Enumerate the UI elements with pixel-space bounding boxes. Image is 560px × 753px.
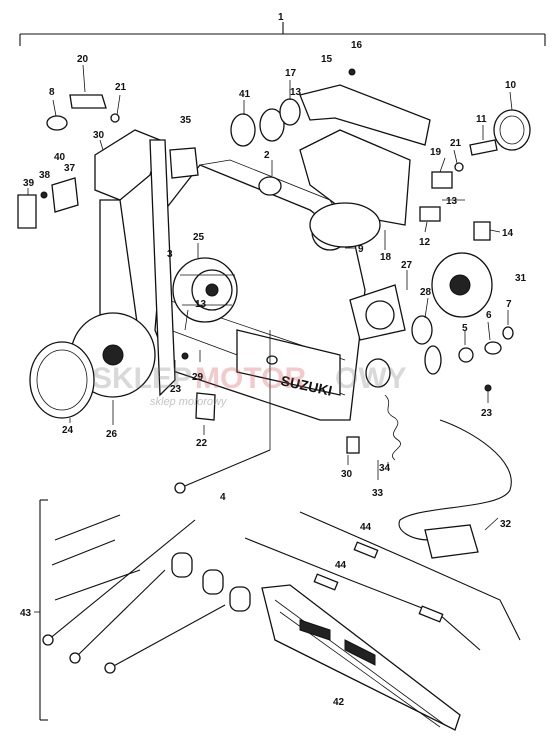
callout-22: 22 (196, 438, 208, 449)
callout-13c: 13 (290, 87, 302, 98)
handle-cover (29, 341, 95, 419)
callout-39: 39 (23, 178, 35, 189)
callout-5: 5 (462, 323, 468, 334)
leader-lines (27, 64, 513, 531)
callout-31: 31 (515, 273, 527, 284)
callout-26: 26 (106, 429, 118, 440)
screw (348, 68, 356, 76)
small-parts-top-left (17, 94, 120, 229)
callout-16: 16 (351, 40, 363, 51)
callout-40: 40 (54, 152, 66, 163)
side-cover-panel (261, 584, 461, 731)
callout-44b: 44 (335, 560, 347, 571)
callout-17: 17 (285, 68, 297, 79)
callout-27: 27 (401, 260, 413, 271)
callout-19: 19 (430, 147, 442, 158)
callout-13a: 13 (195, 299, 207, 310)
callout-21a: 21 (115, 82, 127, 93)
assembly-bracket (19, 22, 546, 46)
callout-2: 2 (264, 150, 270, 161)
callout-33: 33 (372, 488, 384, 499)
callout-20: 20 (77, 54, 89, 65)
spring (384, 394, 401, 461)
callout-1: 1 (278, 12, 284, 23)
washer-set (230, 98, 301, 196)
callout-43: 43 (20, 608, 32, 619)
watermark-part-1: SKLEP (92, 362, 192, 395)
callout-38: 38 (39, 170, 51, 181)
long-bolt (179, 449, 271, 489)
control-cable-group-bracket (34, 499, 48, 721)
watermark: SKLEP MOTOR OWY sklep motorowy (92, 362, 407, 408)
callout-30b: 30 (341, 469, 353, 480)
callout-44a: 44 (360, 522, 372, 533)
callout-37: 37 (64, 163, 76, 174)
watermark-subtitle: sklep motorowy (150, 396, 228, 408)
callout-11: 11 (476, 114, 487, 125)
remote-cables (244, 511, 521, 651)
callout-3: 3 (167, 249, 173, 260)
callout-42: 42 (333, 697, 345, 708)
cable-rods (42, 514, 226, 674)
harness-cable (398, 419, 512, 541)
callout-29: 29 (192, 372, 204, 383)
callout-21b: 21 (450, 138, 462, 149)
shift-bracket-plate (299, 129, 411, 226)
clip (431, 171, 453, 189)
small-clip (346, 436, 360, 454)
callout-24: 24 (62, 425, 74, 436)
callout-9: 9 (358, 244, 364, 255)
cap (473, 221, 491, 241)
callout-14: 14 (502, 228, 514, 239)
small-bracket (169, 147, 199, 179)
callout-28: 28 (420, 287, 432, 298)
switch-knob (365, 358, 391, 388)
callout-30a: 30 (93, 130, 105, 141)
callout-4: 4 (220, 492, 226, 503)
callout-18: 18 (380, 252, 392, 263)
callout-7: 7 (506, 299, 512, 310)
small-plate (195, 392, 216, 421)
callout-6: 6 (486, 310, 492, 321)
nut (458, 347, 474, 363)
clamp (419, 206, 441, 222)
callout-23a: 23 (170, 384, 182, 395)
callout-23b: 23 (481, 408, 493, 419)
callout-labels: 2 3 4 5 6 7 8 9 10 11 12 13 13 13 14 15 … (20, 40, 527, 708)
harness-plug (424, 524, 479, 559)
callout-35: 35 (180, 115, 192, 126)
callout-15: 15 (321, 54, 333, 65)
callout-13b: 13 (446, 196, 458, 207)
bracket-washer (309, 202, 381, 248)
callout-8: 8 (49, 87, 55, 98)
bolt (469, 139, 498, 156)
callout-34: 34 (379, 463, 391, 474)
callout-41: 41 (239, 89, 251, 100)
watermark-part-2: MOTOR (195, 362, 306, 395)
watermark-part-3: OWY (335, 362, 407, 395)
callout-12: 12 (419, 237, 431, 248)
callout-25: 25 (193, 232, 205, 243)
buzzer-unit (431, 252, 493, 318)
ignition-switch (349, 284, 442, 375)
gear-assembly (172, 257, 238, 323)
cable-bushings (171, 552, 251, 612)
link-arm (299, 84, 431, 146)
callout-32: 32 (500, 519, 512, 530)
callout-10: 10 (505, 80, 517, 91)
